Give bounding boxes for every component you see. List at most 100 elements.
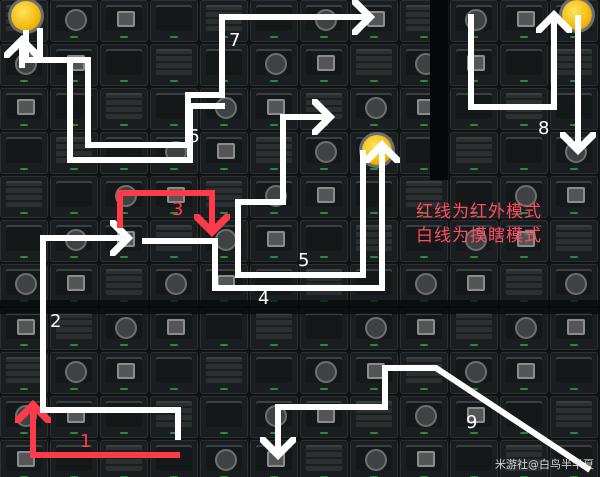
monitor-tile [400, 176, 448, 218]
step-label-2: 2 [50, 311, 62, 332]
step-label-6: 6 [188, 126, 200, 147]
monitor-tile [300, 396, 348, 438]
monitor-tile [250, 0, 298, 42]
monitor-tile [500, 220, 548, 262]
monitor-tile [450, 308, 498, 350]
legend-white-mode: 白线为摸瞎模式 [416, 226, 542, 246]
monitor-tile [100, 396, 148, 438]
wall-gap [430, 0, 448, 180]
watermark: 米游社@白鸟半半夏 [495, 458, 594, 471]
monitor-tile [0, 132, 48, 174]
monitor-tile [350, 88, 398, 130]
monitor-tile [350, 440, 398, 477]
step-label-4: 4 [258, 288, 270, 309]
monitor-tile [100, 44, 148, 86]
monitor-tile [350, 220, 398, 262]
monitor-tile [100, 132, 148, 174]
path-3-red [117, 190, 212, 232]
monitor-tile [100, 440, 148, 477]
monitor-tile [50, 0, 98, 42]
step-label-5: 5 [298, 250, 310, 271]
monitor-tile [150, 352, 198, 394]
path-9-white [278, 365, 592, 473]
monitor-tile [550, 308, 598, 350]
path-5-white [235, 117, 366, 278]
monitor-tile [0, 176, 48, 218]
monitor-tile [50, 132, 98, 174]
monitor-tile [400, 440, 448, 477]
monitor-tile [100, 0, 148, 42]
monitor-tile [550, 352, 598, 394]
monitor-tile [250, 308, 298, 350]
monitor-tile [250, 220, 298, 262]
monitor-tile [550, 396, 598, 438]
monitor-tile [0, 88, 48, 130]
monitor-tile [400, 396, 448, 438]
step-label-1: 1 [80, 431, 92, 452]
monitor-tile [250, 44, 298, 86]
mode-legend: 红线为红外模式 白线为摸瞎模式 [416, 200, 542, 248]
monitor-tile [150, 264, 198, 306]
monitor-tile [450, 132, 498, 174]
monitor-tile [550, 44, 598, 86]
monitor-tile [300, 308, 348, 350]
wall-gap [0, 300, 600, 314]
monitor-tile [300, 220, 348, 262]
monitor-tile [300, 440, 348, 477]
monitor-tile [200, 308, 248, 350]
path-4-white [142, 145, 382, 291]
monitor-tile [550, 220, 598, 262]
monitor-tile [400, 308, 448, 350]
monitor-tile [500, 440, 548, 477]
monitor-tile [150, 308, 198, 350]
path-8-white [468, 14, 554, 110]
path-1-red [33, 405, 180, 458]
monitor-tile [50, 264, 98, 306]
monitor-tile [300, 352, 348, 394]
step-label-7: 7 [229, 30, 241, 51]
monitor-tile [450, 220, 498, 262]
monitor-tile [450, 352, 498, 394]
step-label-9: 9 [466, 412, 478, 433]
monitor-tile [100, 308, 148, 350]
monitor-tile [50, 352, 98, 394]
monitor-tile [500, 176, 548, 218]
monitor-tile [300, 44, 348, 86]
monitor-tile [500, 0, 548, 42]
path-2-white [40, 238, 181, 440]
monitor-tile [50, 308, 98, 350]
monitor-tile [500, 352, 548, 394]
monitor-tile [50, 396, 98, 438]
monitor-tile [250, 352, 298, 394]
monitor-tile [350, 308, 398, 350]
monitor-tile [550, 88, 598, 130]
monitor-tile [100, 88, 148, 130]
monitor-tile [300, 176, 348, 218]
monitor-tile [150, 0, 198, 42]
legend-red-mode: 红线为红外模式 [416, 202, 542, 222]
monitor-tile [200, 440, 248, 477]
monitor-tile [550, 176, 598, 218]
monitor-tile [150, 396, 198, 438]
monitor-tile [50, 176, 98, 218]
monitor-tile [200, 132, 248, 174]
monitor-tile [450, 440, 498, 477]
monitor-tile [450, 176, 498, 218]
monitor-tile [350, 44, 398, 86]
monitor-tile [150, 44, 198, 86]
monitor-tile [400, 220, 448, 262]
monitor-tile [200, 0, 248, 42]
step-label-8: 8 [538, 118, 550, 139]
monitor-tile [100, 352, 148, 394]
step-label-3: 3 [172, 199, 184, 220]
monitor-tile [450, 264, 498, 306]
path-7-white [37, 17, 370, 148]
monitor-tile [500, 132, 548, 174]
monitor-tile [200, 352, 248, 394]
orb-top-left[interactable] [11, 1, 41, 31]
monitor-tile [500, 44, 548, 86]
monitor-tile [200, 396, 248, 438]
monitor-tile [500, 264, 548, 306]
